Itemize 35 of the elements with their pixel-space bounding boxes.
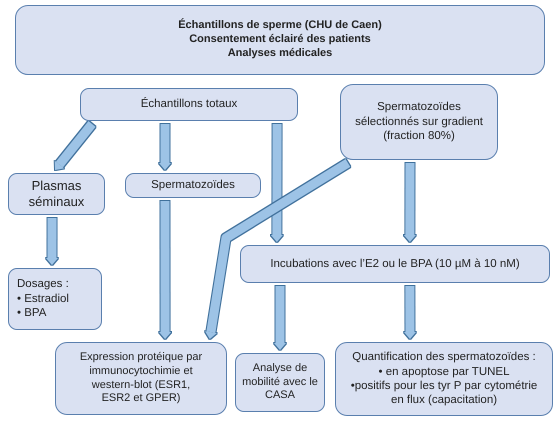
list-item: • Estradiol [17, 292, 69, 306]
result-box [55, 342, 227, 415]
block-arrow [274, 286, 286, 350]
block-arrow [54, 121, 96, 170]
process-box [8, 268, 102, 330]
block-arrow [404, 286, 416, 339]
process-box [240, 245, 550, 283]
list-item: • en apoptose par TUNEL [378, 364, 510, 379]
process-box [340, 84, 498, 160]
node-text: Échantillons totaux [140, 97, 238, 112]
block-arrow [159, 124, 171, 170]
process-box [80, 88, 298, 121]
heading-text: Échantillons de sperme (CHU de Caen) [178, 19, 382, 34]
result-box [235, 353, 325, 412]
node-text: Incubations avec l’E2 ou le BPA (10 µM à 10 nM) [270, 256, 520, 272]
node-text: Plasmas séminaux [28, 178, 86, 210]
node-text: Spermatozoïdes sélectionnés sur gradient (fraction 80%) [354, 100, 484, 144]
heading-text: Analyses médicales [228, 46, 332, 61]
block-arrow [404, 162, 416, 242]
node-text: Expression protéique par immunocytochimie et western-blot (ESR1, ESR2 et GPER) [78, 351, 204, 406]
node-text: Spermatozoïdes [151, 178, 235, 193]
node-text: Dosages : [17, 277, 69, 292]
result-box [335, 342, 553, 416]
node-text: Analyse de mobilité avec le CASA [241, 362, 319, 404]
process-box [125, 173, 261, 198]
heading-text: Consentement éclairé des patients [189, 33, 371, 47]
node-text: Quantification des spermatozoïdes : [352, 350, 536, 365]
list-item: • BPA [17, 306, 46, 321]
block-arrow [204, 159, 350, 339]
process-box [8, 173, 105, 215]
block-arrow [46, 218, 58, 265]
list-item: •positifs pour les tyr P par cytométrie en flux (capacitation) [350, 379, 538, 408]
title-box [15, 5, 545, 75]
block-arrow [270, 124, 283, 242]
block-arrow [159, 201, 172, 339]
